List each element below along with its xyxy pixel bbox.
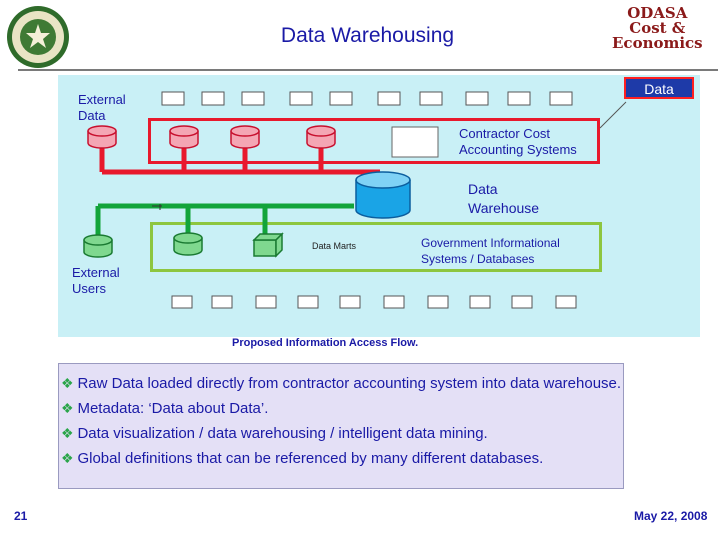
server-icon — [391, 126, 439, 158]
data-badge: Data — [624, 77, 694, 99]
government-systems-label: Government Informational Systems / Datab… — [421, 236, 560, 266]
contractor-systems-label: Contractor Cost Accounting Systems — [459, 126, 577, 157]
contractor-database-icons — [87, 125, 336, 149]
green-flow-lines — [95, 203, 354, 238]
list-item: ❖ Global definitions that can be referen… — [61, 450, 544, 467]
page-number: 21 — [14, 509, 28, 523]
list-item: ❖ Metadata: ‘Data about Data’. — [61, 400, 269, 417]
contractor-systems-box — [148, 118, 600, 164]
diamond-bullet-icon: ❖ — [61, 400, 78, 416]
data-warehouse-label: Data Warehouse — [468, 181, 540, 216]
bottom-computer-row — [171, 295, 577, 309]
data-warehouse-icon — [355, 171, 411, 219]
odasa-logo: ODASA Cost & Economics — [612, 4, 703, 52]
data-mart-icons — [83, 232, 284, 258]
red-flow-lines — [99, 145, 383, 178]
flow-arrow — [599, 101, 627, 129]
top-computer-row — [161, 91, 573, 106]
diamond-bullet-icon: ❖ — [61, 450, 78, 466]
diamond-bullet-icon: ❖ — [61, 375, 78, 391]
list-item: ❖ Data visualization / data warehousing … — [61, 425, 488, 442]
external-users-label: External Users — [72, 265, 120, 296]
title-divider — [18, 69, 718, 71]
diamond-bullet-icon: ❖ — [61, 425, 78, 441]
government-systems-box — [150, 222, 602, 272]
page-title: Data Warehousing — [280, 24, 455, 47]
list-item: ❖ Raw Data loaded directly from contract… — [61, 375, 622, 392]
data-marts-label: Data Marts — [312, 241, 357, 251]
bullet-list: ❖ Raw Data loaded directly from contract… — [58, 363, 624, 489]
diagram-caption: Proposed Information Access Flow. — [232, 337, 419, 349]
slide-date: May 22, 2008 — [634, 509, 708, 523]
external-data-label: External Data — [78, 92, 126, 123]
